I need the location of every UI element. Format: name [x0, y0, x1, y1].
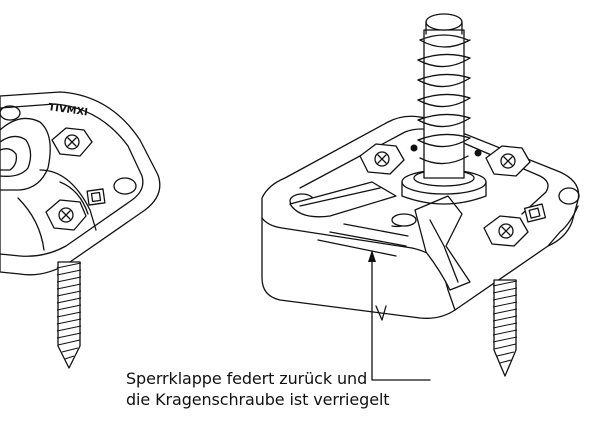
leader-line: [371, 251, 431, 381]
right-lower-screw: [492, 279, 518, 377]
right-nut-right: [485, 145, 531, 177]
collar-screw: [401, 13, 487, 205]
left-base-plate: TIVMXI: [0, 91, 161, 276]
right-nut-front: [483, 215, 529, 247]
plate-stamp: TIVMXI: [48, 102, 89, 118]
right-nut-left: [359, 143, 405, 175]
caption-line-1: Sperrklappe federt zurück und: [126, 369, 368, 388]
right-base-plate: [261, 115, 580, 319]
caption: Sperrklappe federt zurück und die Kragen…: [126, 368, 426, 410]
left-screw: [56, 261, 82, 369]
left-lower-nut: [45, 199, 87, 231]
left-upper-nut: [51, 127, 93, 157]
caption-line-2: die Kragenschraube ist verriegelt: [126, 390, 390, 409]
